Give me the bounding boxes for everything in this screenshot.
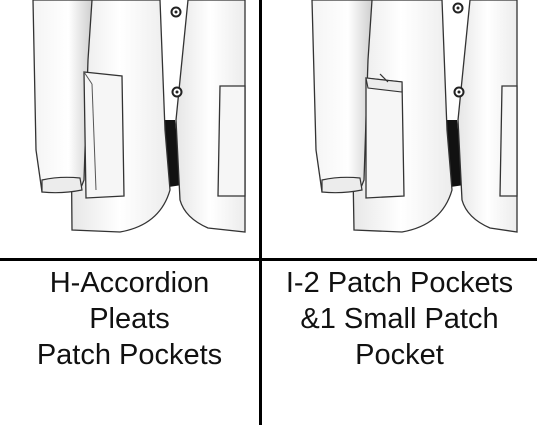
horizontal-divider xyxy=(0,258,537,261)
caption-line: Pocket xyxy=(355,339,444,371)
option-h-illustration[interactable] xyxy=(0,0,259,258)
option-i-caption: I-2 Patch Pockets &1 Small Patch Pocket xyxy=(262,261,537,373)
caption-line: I-2 Patch Pockets xyxy=(285,267,514,299)
option-h-caption: H-Accordion Pleats Patch Pockets xyxy=(0,261,259,373)
vertical-divider xyxy=(259,0,262,425)
caption-line: Pleats xyxy=(89,303,170,335)
caption-line: Patch Pockets xyxy=(36,339,223,371)
jacket-patch-pockets-image xyxy=(311,0,518,233)
option-i-illustration[interactable] xyxy=(262,0,537,258)
jacket-accordion-pleats-image xyxy=(32,0,246,233)
option-h-caption-cell[interactable]: H-Accordion Pleats Patch Pockets xyxy=(0,261,259,425)
caption-line: &1 Small Patch xyxy=(300,303,499,335)
caption-line: H-Accordion xyxy=(49,267,210,299)
option-i-caption-cell[interactable]: I-2 Patch Pockets &1 Small Patch Pocket xyxy=(262,261,537,425)
